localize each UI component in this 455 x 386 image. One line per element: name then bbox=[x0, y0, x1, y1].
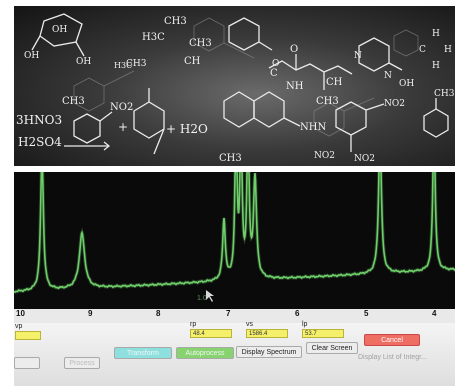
clear-screen-button[interactable]: Clear Screen bbox=[306, 342, 358, 354]
axis-tick-label: 10 bbox=[16, 309, 25, 318]
left-partial-button[interactable] bbox=[14, 357, 40, 369]
spectrum-trace bbox=[14, 172, 455, 293]
cancel-button[interactable]: Cancel bbox=[364, 334, 420, 346]
formula-label: CH3 bbox=[189, 38, 212, 49]
chemical-structures-illustration: CH3 CH3 OH OH OH H3C H3C CH CH3 C O O NH… bbox=[16, 13, 455, 164]
formula-label: NH bbox=[286, 81, 304, 92]
formula-label: C bbox=[270, 68, 278, 79]
processing-control-panel: vp rp 48.4 vs 1586.4 lp 53.7 Process Tra… bbox=[14, 321, 455, 386]
param-label-vp: vp bbox=[15, 323, 23, 330]
process-button[interactable]: Process bbox=[64, 357, 100, 369]
param-label-rp: rp bbox=[190, 321, 197, 328]
formula-label: CH bbox=[326, 77, 343, 88]
transform-button[interactable]: Transform bbox=[114, 347, 172, 359]
display-integrals-list-button[interactable]: Display List of Integr... bbox=[358, 354, 427, 361]
formula-label: NO2 bbox=[110, 102, 133, 113]
mouse-pointer-icon bbox=[206, 290, 214, 302]
formula-label: CH3 bbox=[219, 153, 242, 164]
formula-label: N bbox=[384, 71, 392, 81]
formula-label: O bbox=[272, 59, 279, 69]
formula-label: + H2O bbox=[166, 122, 208, 136]
formula-label: CH3 bbox=[434, 89, 455, 99]
axis-tick-label: 9 bbox=[88, 309, 93, 318]
formula-label: OH bbox=[24, 51, 39, 61]
axis-tick-label: 8 bbox=[156, 309, 161, 318]
formula-label: CH3 bbox=[62, 96, 85, 107]
axis-tick-label: 6 bbox=[295, 309, 300, 318]
nmr-spectrum-window: 1.0 10 9 8 7 6 5 4 vp rp 48.4 vs 1586.4 … bbox=[14, 172, 455, 386]
formula-label: + bbox=[118, 120, 128, 134]
formula-label: C bbox=[419, 45, 426, 55]
param-field-rp[interactable]: 48.4 bbox=[190, 329, 232, 338]
formula-label: 3HNO3 bbox=[16, 113, 62, 127]
param-label-vs: vs bbox=[246, 321, 253, 328]
formula-label: CH3 bbox=[164, 16, 187, 27]
formula-label: CH3 bbox=[316, 96, 339, 107]
formula-label: OH bbox=[52, 25, 67, 35]
formula-label: O bbox=[290, 44, 298, 55]
formula-label: CH3 bbox=[126, 59, 147, 69]
axis-tick-label: 4 bbox=[432, 309, 437, 318]
formula-label: H bbox=[444, 45, 452, 55]
spectrum-trace-glow bbox=[14, 172, 455, 294]
param-field-lp[interactable]: 53.7 bbox=[302, 329, 344, 338]
formula-label: CH bbox=[184, 56, 201, 67]
formula-label: NHN bbox=[300, 122, 326, 133]
param-label-lp: lp bbox=[302, 321, 308, 328]
formula-label: NO2 bbox=[384, 99, 405, 109]
formula-label: NO2 bbox=[354, 154, 375, 164]
spectrum-plot[interactable]: 1.0 bbox=[14, 172, 455, 309]
formula-label: OH bbox=[399, 79, 414, 89]
param-field-vs[interactable]: 1586.4 bbox=[246, 329, 288, 338]
formula-label: H2SO4 bbox=[18, 135, 62, 149]
formula-label: H bbox=[432, 29, 440, 39]
formula-label: NO2 bbox=[314, 151, 335, 161]
ppm-axis: 10 9 8 7 6 5 4 bbox=[14, 309, 455, 323]
formula-label: H bbox=[432, 61, 440, 71]
autoprocess-button[interactable]: Autoprocess bbox=[176, 347, 234, 359]
formula-label: H3C bbox=[114, 61, 132, 70]
axis-tick-label: 5 bbox=[364, 309, 369, 318]
axis-tick-label: 7 bbox=[226, 309, 231, 318]
formula-label: N bbox=[354, 51, 362, 61]
param-field-vp[interactable] bbox=[15, 331, 41, 340]
cursor-readout: 1.0 bbox=[197, 295, 207, 302]
formula-label: OH bbox=[76, 57, 91, 67]
formula-label: H3C bbox=[142, 32, 165, 43]
chemistry-banner-image: CH3 CH3 OH OH OH H3C H3C CH CH3 C O O NH… bbox=[14, 6, 455, 166]
display-spectrum-button[interactable]: Display Spectrum bbox=[236, 346, 302, 358]
